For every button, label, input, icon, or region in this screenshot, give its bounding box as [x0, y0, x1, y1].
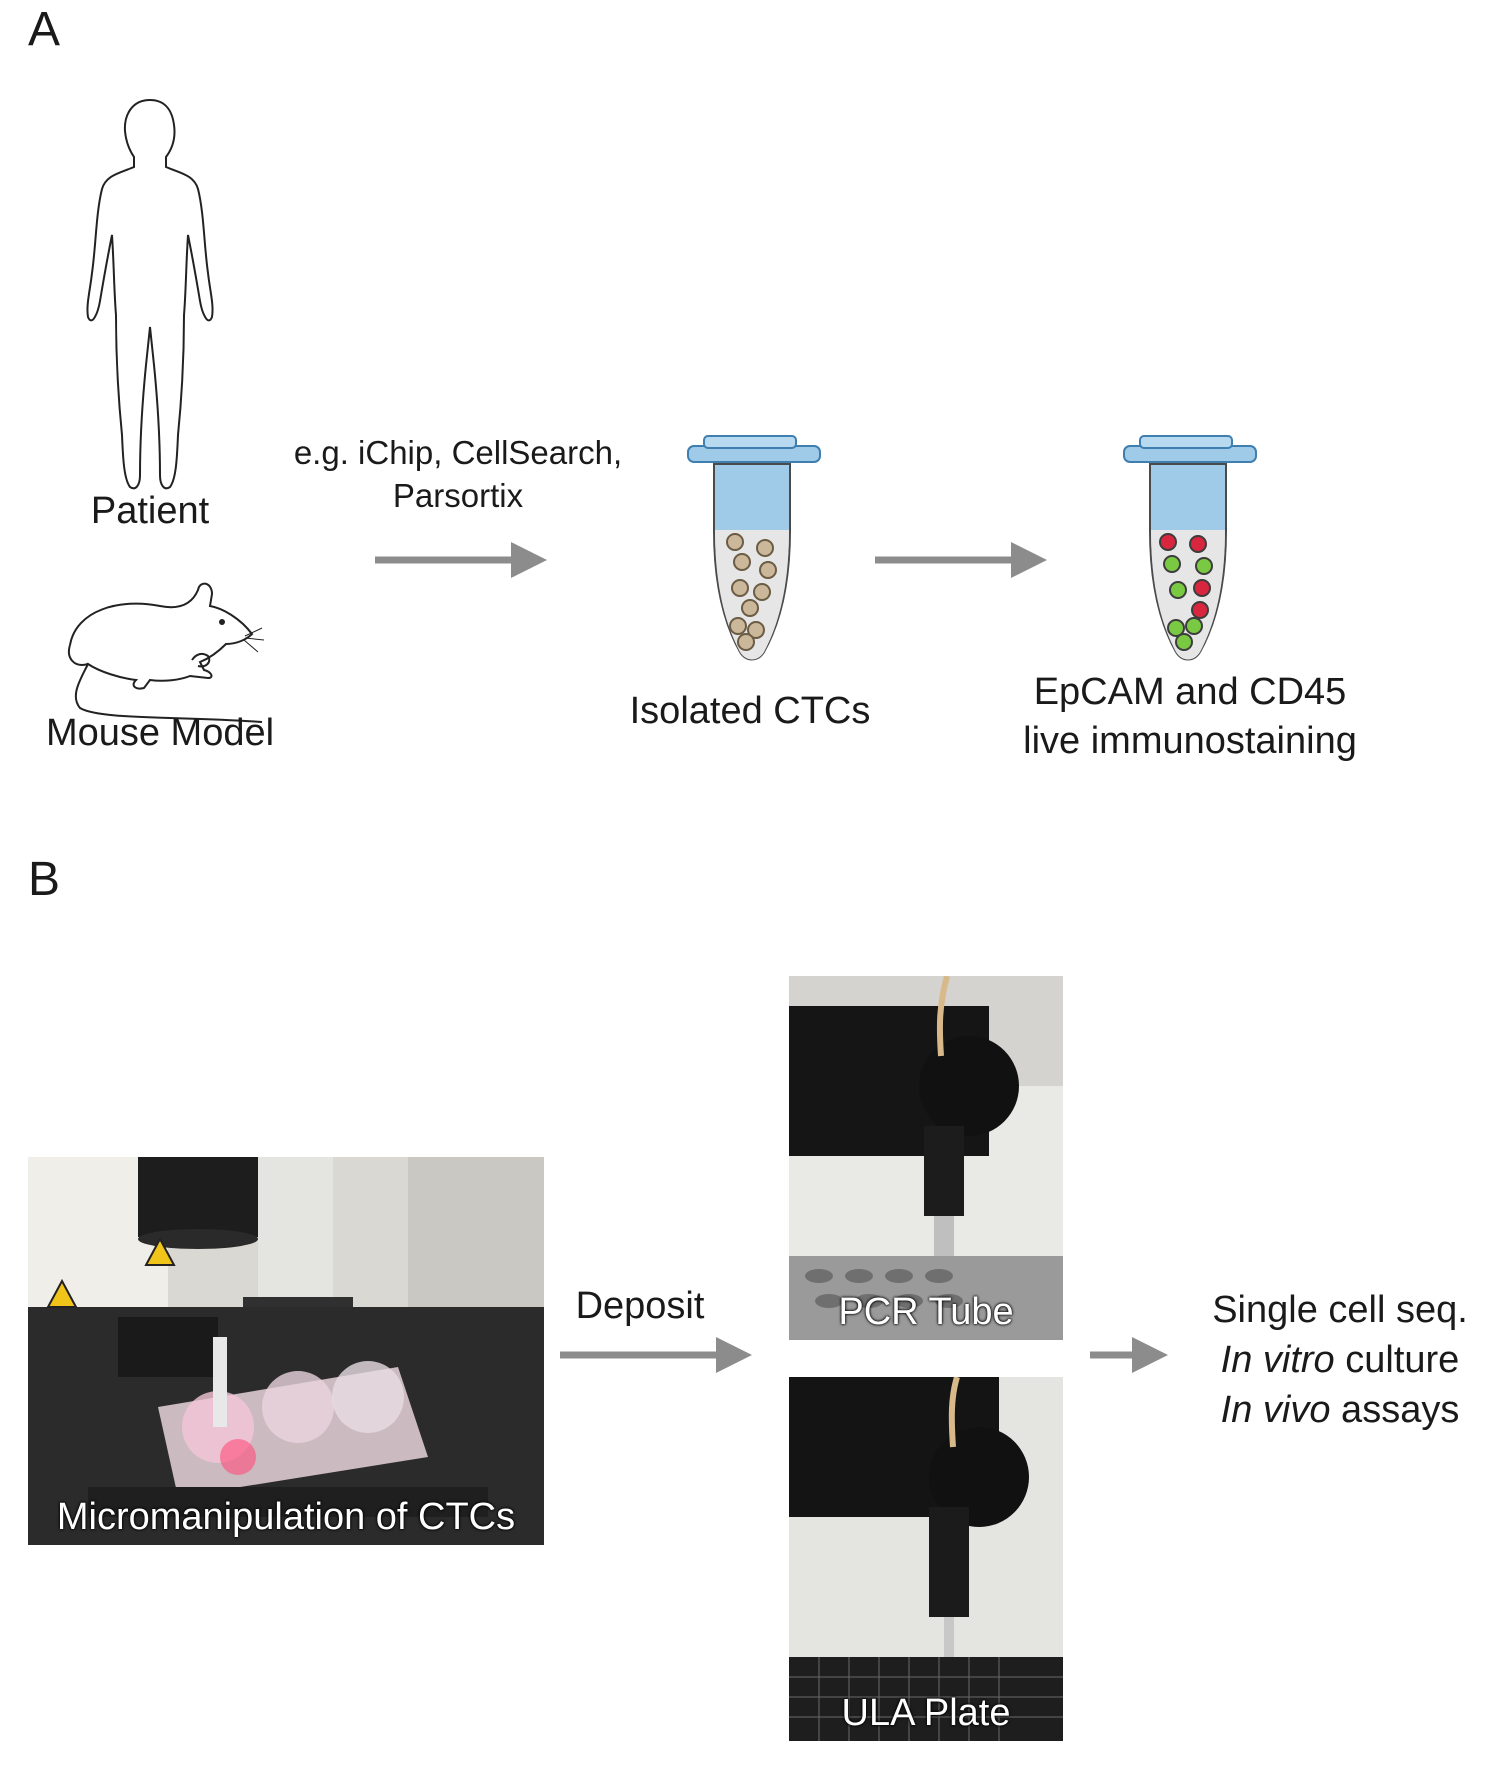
method-line-1: e.g. iChip, CellSearch,: [293, 434, 623, 471]
result-in-vitro-italic: In vitro: [1220, 1339, 1335, 1382]
deposit-label: Deposit: [575, 1285, 705, 1327]
arrow-2-icon: [875, 542, 1047, 578]
ula-plate-photo: ULA Plate: [789, 1377, 1063, 1741]
patient-figure-icon: [86, 98, 214, 490]
staining-text: EpCAM and CD45 live immunostaining: [960, 668, 1420, 767]
ula-plate-caption: ULA Plate: [841, 1692, 1011, 1734]
result-in-vivo-rest: assays: [1330, 1389, 1460, 1432]
staining-line-2: live immunostaining: [1023, 720, 1357, 763]
result-single-cell-seq: Single cell seq.: [1212, 1289, 1468, 1331]
arrow-results-icon: [1090, 1337, 1168, 1373]
isolated-label: Isolated CTCs: [629, 690, 871, 732]
patient-label: Patient: [90, 490, 210, 532]
arrow-deposit-icon: [560, 1337, 752, 1373]
method-text: e.g. iChip, CellSearch, Parsortix: [258, 432, 658, 518]
mouse-label: Mouse Model: [45, 712, 275, 754]
mouse-figure-icon: [68, 582, 265, 723]
panel-b-label: B: [28, 853, 61, 906]
result-in-vitro-rest: culture: [1334, 1339, 1460, 1382]
result-in-vivo-assays: In vivo assays: [1190, 1385, 1490, 1435]
results-text: Single cell seq. In vitro culture In viv…: [1190, 1285, 1490, 1435]
staining-line-1: EpCAM and CD45: [1033, 671, 1347, 713]
pcr-tube-photo: PCR Tube: [789, 976, 1063, 1340]
result-in-vivo-italic: In vivo: [1220, 1389, 1331, 1432]
micromanipulation-caption: Micromanipulation of CTCs: [56, 1496, 516, 1538]
panel-a-label: A: [28, 3, 61, 56]
tube-isolated-icon: [687, 435, 821, 661]
tube-stained-icon: [1123, 435, 1257, 661]
micromanipulation-photo: Micromanipulation of CTCs: [28, 1157, 544, 1545]
method-line-2: Parsortix: [392, 476, 524, 514]
pcr-tube-caption: PCR Tube: [838, 1291, 1014, 1333]
arrow-1-icon: [375, 542, 547, 578]
result-in-vitro-culture: In vitro culture: [1190, 1335, 1490, 1385]
